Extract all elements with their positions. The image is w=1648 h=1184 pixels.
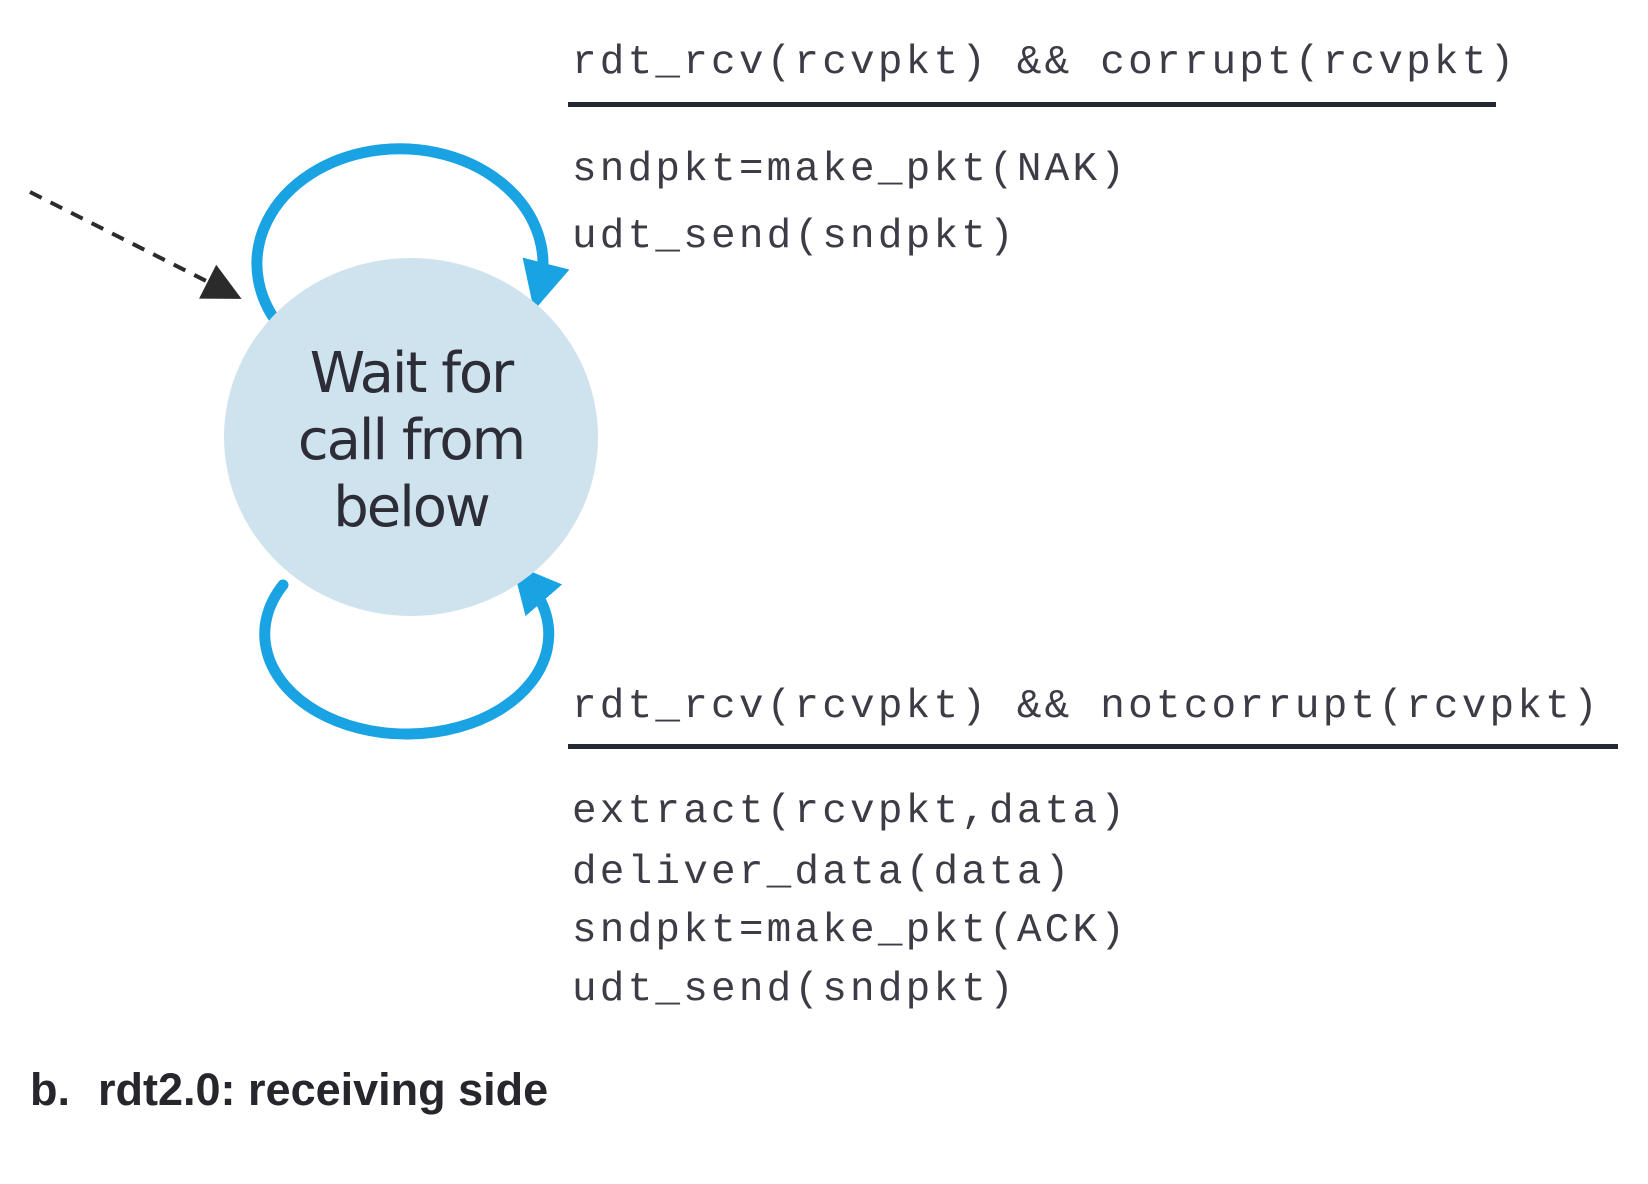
initial-state-arrow — [29, 190, 242, 299]
figure-caption-text: rdt2.0: receiving side — [98, 1064, 549, 1115]
self-loop-top-arrow — [251, 143, 570, 336]
transition-bottom-action: sndpkt=make_pkt(ACK) — [572, 908, 1129, 954]
transition-bottom-rule — [568, 744, 1618, 749]
transition-top-action: sndpkt=make_pkt(NAK) — [572, 147, 1129, 193]
state-circle — [224, 258, 598, 616]
transition-bottom-guard: rdt_rcv(rcvpkt) && notcorrupt(rcvpkt) — [572, 684, 1601, 730]
state-label-line: below — [333, 475, 491, 540]
state-label: Wait for call from below — [241, 340, 581, 541]
transition-top-guard: rdt_rcv(rcvpkt) && corrupt(rcvpkt) — [572, 40, 1518, 86]
figure-caption: b. rdt2.0: receiving side — [30, 1064, 548, 1116]
state-label-line: call from — [297, 408, 526, 473]
transition-bottom-action: udt_send(sndpkt) — [572, 967, 1017, 1013]
transition-top-action: udt_send(sndpkt) — [572, 214, 1017, 260]
transition-bottom-action: deliver_data(data) — [572, 850, 1073, 896]
state-label-line: Wait for — [309, 341, 514, 406]
transition-top-rule — [568, 102, 1496, 107]
transition-bottom-action: extract(rcvpkt,data) — [572, 789, 1129, 835]
self-loop-bottom-arrow — [259, 563, 563, 740]
figure-caption-prefix: b. — [30, 1064, 70, 1115]
